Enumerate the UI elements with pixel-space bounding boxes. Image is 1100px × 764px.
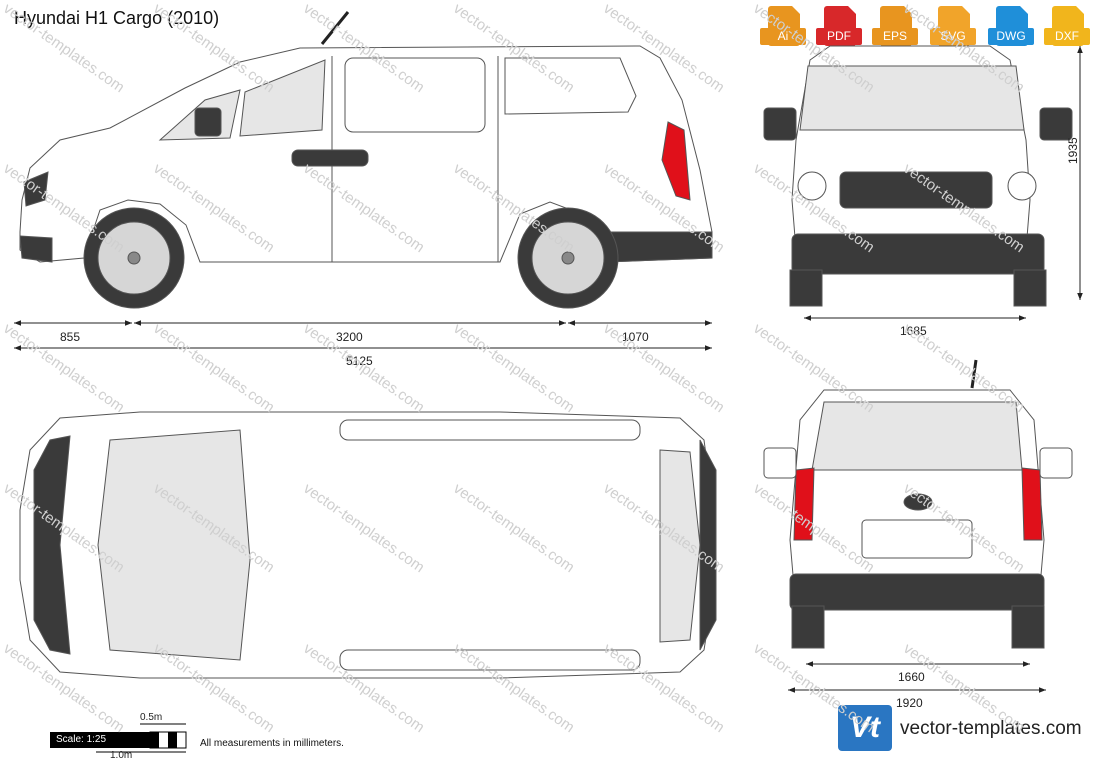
front-tire-right: [1013, 269, 1047, 307]
units-note: All measurements in millimeters.: [200, 738, 344, 749]
top-roof-rail-left: [339, 419, 641, 441]
file-fold: [962, 6, 970, 14]
rear-tire-left: [791, 605, 825, 649]
front-bumper: [791, 233, 1045, 275]
dim-front-track: 1685: [900, 324, 927, 338]
side-door-handle: [291, 149, 369, 167]
side-mirror: [194, 107, 222, 137]
side-rear-wheel: [517, 207, 619, 309]
dim-rear-track: 1660: [898, 670, 925, 684]
front-tire-left: [789, 269, 823, 307]
side-middle-window: [344, 57, 486, 133]
front-mirror-left: [763, 107, 797, 141]
rear-antenna: [970, 359, 978, 389]
file-fold: [1076, 6, 1084, 14]
rear-taillight-left: [793, 467, 815, 541]
top-view: [19, 411, 717, 679]
dim-overall-width: 1920: [896, 696, 923, 710]
page-title: Hyundai H1 Cargo (2010): [14, 8, 220, 28]
scale-one-meter: 1.0m: [110, 750, 133, 761]
dim-rear-overhang: 1070: [622, 330, 649, 344]
rear-plate: [861, 519, 973, 559]
format-label: EPS: [872, 28, 918, 45]
rear-taillight-right: [1021, 467, 1043, 541]
side-headlight: [23, 171, 49, 207]
format-pdf-icon[interactable]: PDF: [816, 6, 866, 52]
side-rear-window: [504, 57, 637, 115]
front-windshield: [799, 65, 1025, 131]
format-label: DXF: [1044, 28, 1090, 45]
format-label: SVG: [930, 28, 976, 45]
front-mirror-right: [1039, 107, 1073, 141]
vector-templates-logo[interactable]: Vt: [838, 705, 892, 751]
front-headlight-left: [797, 171, 827, 201]
file-fold: [848, 6, 856, 14]
format-eps-icon[interactable]: EPS: [872, 6, 922, 52]
dim-wheelbase: 3200: [336, 330, 363, 344]
side-front-wheel: [83, 207, 185, 309]
format-label: PDF: [816, 28, 862, 45]
format-dxf-icon[interactable]: DXF: [1044, 6, 1094, 52]
side-view: [19, 11, 713, 309]
front-grille: [839, 171, 993, 209]
side-antenna: [320, 11, 350, 45]
top-hood: [33, 435, 71, 655]
scale-half-meter: 0.5m: [140, 712, 163, 723]
top-rear-window: [659, 449, 701, 643]
top-windshield: [97, 429, 251, 661]
rear-mirror-right: [1039, 447, 1073, 479]
dim-height: 1935: [1066, 137, 1080, 164]
dim-overall-length: 5125: [346, 354, 373, 368]
side-taillight: [661, 121, 691, 201]
side-front-bumper: [19, 235, 53, 263]
rear-view: [763, 359, 1073, 649]
rear-bumper: [789, 573, 1045, 611]
file-fold: [792, 6, 800, 14]
scale-bar: [96, 723, 187, 753]
format-dwg-icon[interactable]: DWG: [988, 6, 1038, 52]
format-label: DWG: [988, 28, 1034, 45]
brand-url[interactable]: vector-templates.com: [900, 718, 1082, 739]
rear-tire-right: [1011, 605, 1045, 649]
format-ai-icon[interactable]: Ai: [760, 6, 810, 52]
dim-front-overhang: 855: [60, 330, 81, 344]
top-roof-rail-right: [339, 649, 641, 671]
top-rear-bumper: [699, 439, 717, 651]
format-svg-icon[interactable]: SVG: [930, 6, 980, 52]
rear-window: [811, 401, 1023, 471]
front-headlight-right: [1007, 171, 1037, 201]
file-fold: [904, 6, 912, 14]
side-front-window: [239, 59, 326, 137]
format-label: Ai: [760, 28, 806, 45]
front-view: [763, 45, 1073, 307]
file-fold: [1020, 6, 1028, 14]
scale-label: Scale: 1:25: [50, 732, 150, 748]
rear-mirror-left: [763, 447, 797, 479]
dimension-lines: [14, 46, 1083, 693]
rear-badge: [903, 493, 933, 511]
